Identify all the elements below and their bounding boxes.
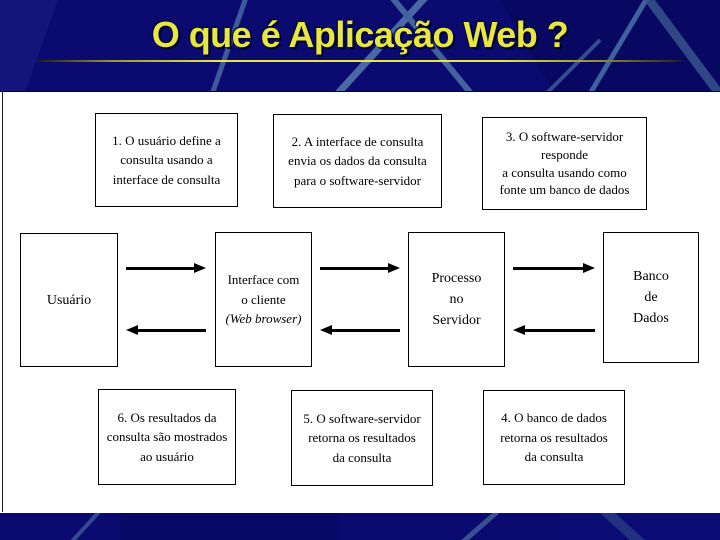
step-5-text: 5. O software-servidor retorna os result… [303, 410, 421, 465]
client-interface-note: (Web browser) [225, 311, 302, 327]
panel-left-edge [2, 92, 3, 512]
step-3-text: 3. O software-servidor responde a consul… [499, 129, 630, 198]
box-database: Banco de Dados [603, 232, 699, 363]
arrow-left-icon [513, 325, 595, 335]
arrow-right-icon [513, 263, 595, 273]
server-process-label: Processo no Servidor [431, 271, 482, 328]
arrow-right-icon [126, 263, 206, 273]
client-interface-label: Interface com o cliente (Web browser) [226, 270, 302, 329]
arrow-left-icon [126, 325, 206, 335]
user-label: Usuário [46, 292, 92, 308]
arrow-left-icon [320, 325, 400, 335]
box-step-1: 1. O usuário define a consulta usando a … [95, 113, 238, 207]
client-interface-title: Interface com o cliente [227, 272, 300, 307]
step-6-text: 6. Os resultados da consulta são mostrad… [106, 409, 228, 464]
box-step-3: 3. O software-servidor responde a consul… [482, 117, 647, 210]
box-user: Usuário [20, 233, 118, 367]
box-step-4: 4. O banco de dados retorna os resultado… [483, 390, 625, 485]
box-server-process: Processo no Servidor [408, 232, 505, 367]
title-underline [37, 60, 682, 62]
step-1-text: 1. O usuário define a consulta usando a … [112, 132, 221, 187]
step-4-text: 4. O banco de dados retorna os resultado… [500, 410, 608, 465]
slide-title: O que é Aplicação Web ? [151, 14, 569, 55]
box-step-6: 6. Os resultados da consulta são mostrad… [98, 389, 236, 485]
step-2-text: 2. A interface de consulta envia os dado… [288, 133, 427, 188]
database-label: Banco de Dados [633, 269, 669, 326]
arrow-right-icon [320, 263, 400, 273]
box-step-5: 5. O software-servidor retorna os result… [291, 390, 433, 486]
box-client-interface: Interface com o cliente (Web browser) [215, 232, 312, 367]
box-step-2: 2. A interface de consulta envia os dado… [273, 114, 442, 208]
